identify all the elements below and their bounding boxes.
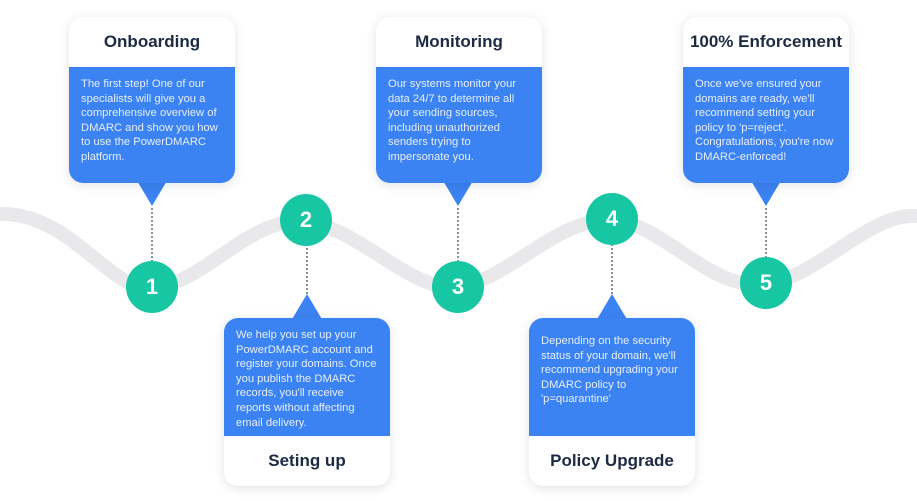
step-number-5: 5 [740, 257, 792, 309]
connector-2 [306, 244, 308, 314]
connector-3 [457, 208, 459, 262]
step-number-2: 2 [280, 194, 332, 246]
connector-5 [765, 208, 767, 262]
step-title-1: Onboarding [103, 32, 201, 51]
step-card-3: Monitoring Our systems monitor your data… [376, 17, 542, 183]
pointer-2 [291, 294, 323, 321]
pointer-1 [136, 179, 168, 206]
pointer-3 [442, 179, 474, 206]
step-title-4: Policy Upgrade [550, 451, 674, 470]
step-number-1: 1 [126, 261, 178, 313]
step-card-2: We help you set up your PowerDMARC accou… [224, 318, 390, 486]
step-title-2: Seting up [268, 451, 346, 470]
pointer-4 [596, 294, 628, 321]
pointer-5 [750, 179, 782, 206]
step-card-4: Depending on the security status of your… [529, 318, 695, 486]
step-text-3: Our systems monitor your data 24/7 to de… [376, 67, 542, 183]
step-card-1: Onboarding The first step! One of our sp… [69, 17, 235, 183]
step-number-3: 3 [432, 261, 484, 313]
step-title-3: Monitoring [415, 32, 503, 51]
connector-4 [611, 244, 613, 314]
step-title-5: 100% Enforcement [689, 32, 843, 51]
step-card-5: 100% Enforcement Once we've ensured your… [683, 17, 849, 183]
step-text-1: The first step! One of our specialists w… [69, 67, 235, 183]
step-text-2: We help you set up your PowerDMARC accou… [224, 318, 390, 436]
connector-1 [151, 208, 153, 262]
step-text-5: Once we've ensured your domains are read… [683, 67, 849, 183]
step-number-4: 4 [586, 193, 638, 245]
step-text-4: Depending on the security status of your… [529, 318, 695, 436]
